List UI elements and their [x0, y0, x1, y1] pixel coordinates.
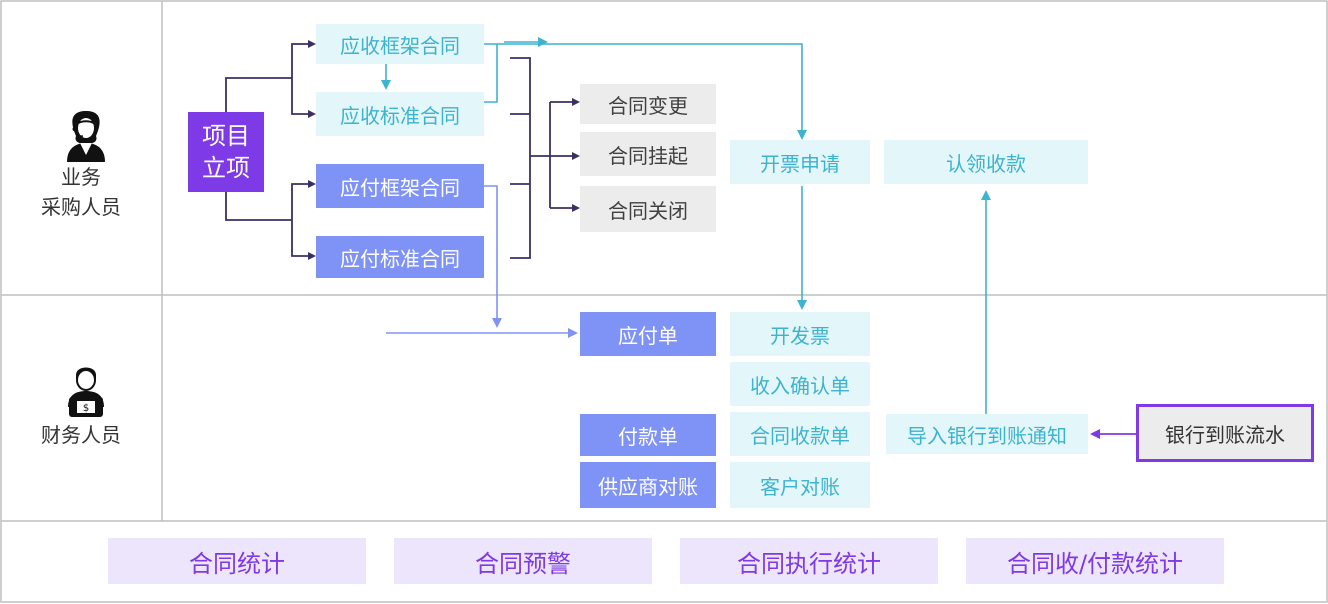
business-lane-label-line2: 采购人员 — [41, 195, 121, 219]
customer-reconciliation-node[interactable]: 客户对账 — [730, 462, 870, 508]
contract-change-node[interactable]: 合同变更 — [580, 84, 716, 124]
contract-close-node[interactable]: 合同关闭 — [580, 186, 716, 232]
invoice-request-node[interactable]: 开票申请 — [730, 140, 870, 184]
import-bank-notice-node[interactable]: 导入银行到账通知 — [886, 414, 1088, 454]
project-setup-node[interactable]: 项目 立项 — [188, 112, 264, 192]
contract-suspend-node[interactable]: 合同挂起 — [580, 132, 716, 176]
bank-statement-node[interactable]: 银行到账流水 — [1136, 404, 1314, 462]
business-lane-label-line1: 业务 — [61, 165, 101, 189]
payment-bill-node[interactable]: 付款单 — [580, 414, 716, 456]
supplier-reconciliation-node[interactable]: 供应商对账 — [580, 462, 716, 508]
payable-standard-contract-node[interactable]: 应付标准合同 — [316, 236, 484, 278]
issue-invoice-node[interactable]: 开发票 — [730, 312, 870, 356]
project-branch-lines — [225, 40, 316, 260]
business-lane-label: 业务 采购人员 — [0, 162, 162, 222]
svg-text:$: $ — [83, 403, 89, 414]
payable-bill-node[interactable]: 应付单 — [580, 312, 716, 356]
project-setup-line2: 立项 — [202, 154, 250, 182]
contract-receipt-payment-stats-node[interactable]: 合同收/付款统计 — [966, 538, 1224, 584]
contract-warning-node[interactable]: 合同预警 — [394, 538, 652, 584]
headset-agent-icon — [64, 108, 108, 166]
claim-receipt-node[interactable]: 认领收款 — [884, 140, 1088, 184]
finance-lane-label: 财务人员 — [41, 423, 121, 447]
payable-flow-lines — [386, 185, 578, 338]
accountant-icon: $ — [64, 363, 108, 423]
contract-receipt-node[interactable]: 合同收款单 — [730, 412, 870, 456]
receivable-standard-contract-node[interactable]: 应收标准合同 — [316, 92, 484, 136]
revenue-confirmation-node[interactable]: 收入确认单 — [730, 362, 870, 406]
contract-bracket-lines — [510, 57, 580, 259]
contract-execution-stats-node[interactable]: 合同执行统计 — [680, 538, 938, 584]
payable-framework-contract-node[interactable]: 应付框架合同 — [316, 164, 484, 208]
project-setup-line1: 项目 — [202, 122, 250, 150]
contract-stats-node[interactable]: 合同统计 — [108, 538, 366, 584]
receivable-framework-contract-node[interactable]: 应收框架合同 — [316, 24, 484, 64]
receivable-flow-lines — [381, 37, 991, 414]
